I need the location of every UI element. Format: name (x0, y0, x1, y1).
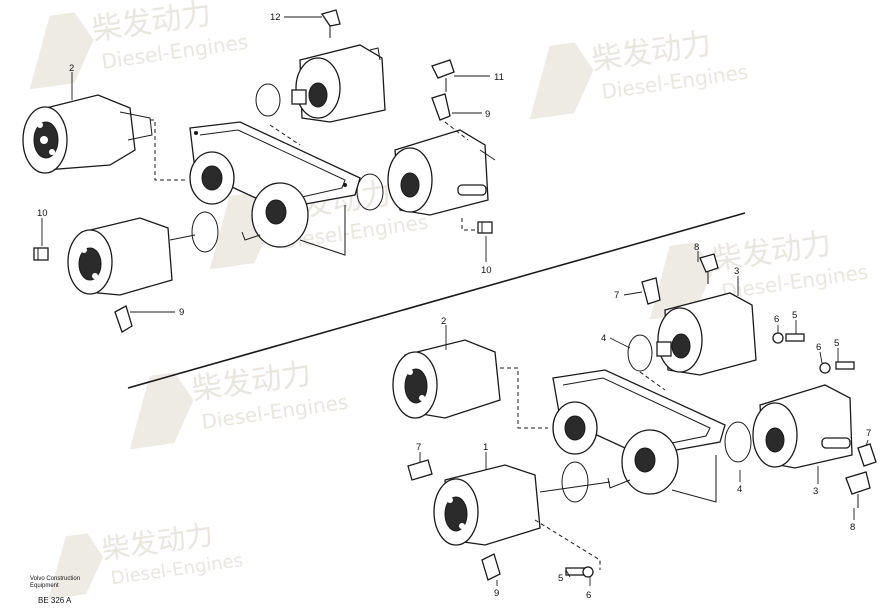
callout-label: 9 (485, 109, 490, 120)
callout-label: 4 (737, 484, 742, 495)
callout-label: 4 (601, 333, 606, 344)
bolt-5-upper (785, 333, 805, 342)
pump-1-lower (433, 464, 541, 546)
callout-label: 5 (792, 310, 797, 321)
washer-6-upper (772, 332, 784, 344)
footer-company-line1: Volvo Construction (30, 576, 80, 582)
fitting-8-right (845, 471, 871, 508)
callout-label: 2 (441, 316, 446, 327)
callout-label: 6 (774, 314, 779, 325)
fitting-10-left (33, 247, 49, 261)
fitting-9-lower (481, 553, 501, 581)
fitting-7-right (857, 443, 877, 467)
callout-label: 1 (483, 442, 488, 453)
fitting-11 (431, 59, 455, 92)
callout-label: 9 (494, 588, 499, 599)
fitting-7-top (641, 277, 661, 305)
callout-label: 7 (866, 428, 871, 439)
callout-label: 6 (586, 590, 591, 601)
footer-drawing-ref: BE 326 A (38, 596, 72, 605)
o-ring-upper-top (255, 83, 281, 117)
pump-right-upper (387, 129, 496, 216)
footer-block: Volvo Construction Equipment BE 326 A (30, 576, 80, 605)
callout-label: 7 (416, 442, 421, 453)
washer-6-lower (582, 566, 594, 578)
fitting-10-right (477, 221, 493, 234)
callout-label: 2 (69, 63, 74, 74)
pump-2-lower (392, 339, 501, 419)
pump-3-top-lower (656, 292, 757, 376)
o-ring-upper-left (191, 211, 219, 253)
callout-label: 11 (494, 72, 504, 83)
pump-2-upper (22, 94, 153, 174)
callout-label: 3 (813, 486, 818, 497)
fitting-7-lower (407, 459, 433, 481)
watermark-logo-icon (529, 42, 594, 120)
section-divider (127, 212, 746, 389)
watermark-logo-icon (129, 372, 194, 450)
footer-company-line2: Equipment (30, 583, 59, 589)
pump-left-lower-upper (67, 217, 173, 296)
callout-label: 3 (734, 266, 739, 277)
fitting-9-upper-right (431, 93, 451, 121)
housing-lower (552, 369, 726, 503)
callout-label: 9 (179, 307, 184, 318)
o-ring-upper-right (356, 173, 384, 211)
pump-top-upper (291, 44, 386, 123)
o-ring-lower-top (627, 334, 653, 372)
watermark-logo-icon (29, 12, 94, 90)
callout-label: 12 (270, 12, 281, 23)
housing-upper (189, 121, 361, 256)
watermark-logo-icon (48, 533, 104, 600)
pump-3-right-lower (752, 384, 853, 469)
callout-label: 6 (816, 342, 821, 353)
callout-label: 8 (694, 242, 699, 253)
callout-label: 10 (37, 208, 48, 219)
fitting-9-lower-left (114, 305, 133, 333)
callout-label: 5 (834, 338, 839, 349)
washer-6-mid (819, 362, 831, 374)
callout-label: 10 (481, 265, 492, 276)
bolt-5-mid (835, 361, 855, 370)
callout-label: 5 (558, 573, 563, 584)
lower-assembly (392, 251, 877, 586)
fitting-8-top (699, 253, 719, 284)
callout-labels: 12 2 11 9 10 9 10 8 7 3 2 4 6 5 5 6 7 1 … (37, 12, 871, 601)
upper-assembly (22, 9, 496, 333)
fitting-12 (320, 9, 341, 38)
callout-label: 8 (850, 522, 855, 533)
callout-label: 7 (614, 290, 619, 301)
o-ring-lower-left (561, 461, 589, 503)
o-ring-lower-right (724, 421, 752, 463)
